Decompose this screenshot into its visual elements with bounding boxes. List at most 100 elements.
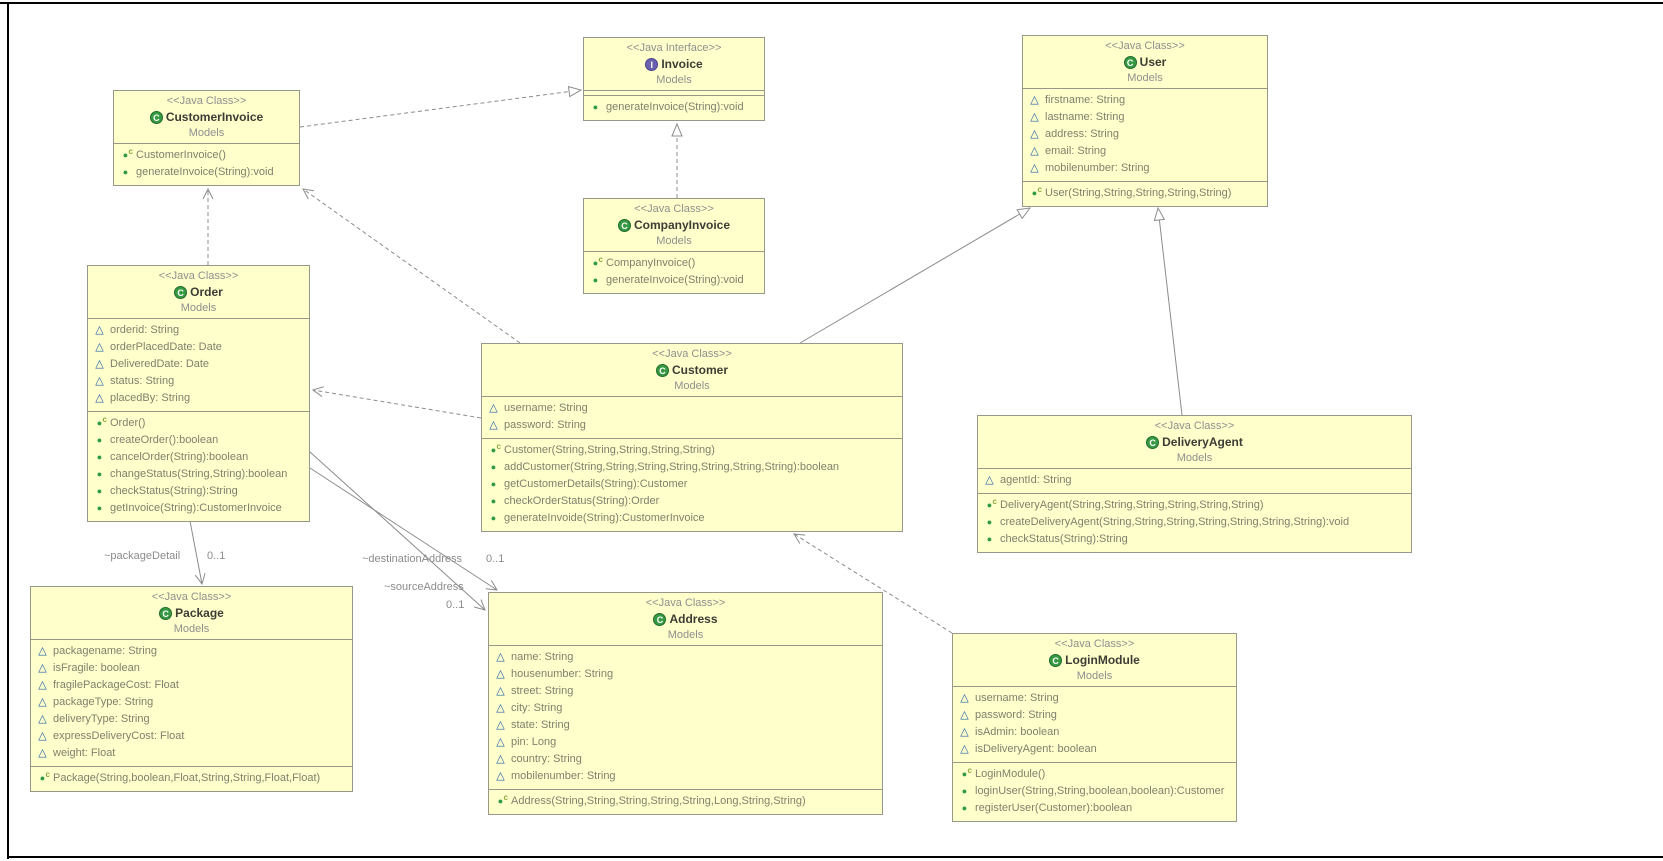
method-row[interactable]: ●getInvoice(String):CustomerInvoice xyxy=(88,500,309,517)
method-row[interactable]: ●loginUser(String,String,boolean,boolean… xyxy=(953,783,1236,800)
field-row[interactable]: △weight: Float xyxy=(31,745,352,762)
method-row[interactable]: ●cancelOrder(String):boolean xyxy=(88,449,309,466)
field-row[interactable]: △orderid: String xyxy=(88,322,309,339)
java-interface-icon: I xyxy=(645,57,659,71)
method-row[interactable]: ●checkOrderStatus(String):Order xyxy=(482,493,902,510)
method-row[interactable]: ●generateInvoide(String):CustomerInvoice xyxy=(482,510,902,527)
member-text: getInvoice(String):CustomerInvoice xyxy=(110,502,282,514)
field-row[interactable]: △mobilenumber: String xyxy=(1023,160,1267,177)
edge-label[interactable]: ~destinationAddress xyxy=(362,553,462,565)
field-row[interactable]: △isFragile: boolean xyxy=(31,660,352,677)
field-row[interactable]: △name: String xyxy=(489,649,882,666)
field-icon: △ xyxy=(960,692,969,704)
method-row[interactable]: ●changeStatus(String,String):boolean xyxy=(88,466,309,483)
field-row[interactable]: △mobilenumber: String xyxy=(489,768,882,785)
field-icon: △ xyxy=(38,679,47,691)
member-text: fragilePackageCost: Float xyxy=(53,679,179,691)
method-row[interactable]: ●createOrder():boolean xyxy=(88,432,309,449)
field-row[interactable]: △email: String xyxy=(1023,143,1267,160)
edge-customer-depends-order[interactable] xyxy=(313,390,482,419)
method-row[interactable]: ●generateInvoice(String):void xyxy=(114,164,299,181)
field-row[interactable]: △address: String xyxy=(1023,126,1267,143)
field-row[interactable]: △placedBy: String xyxy=(88,390,309,407)
field-row[interactable]: △deliveryType: String xyxy=(31,711,352,728)
edge-order-packagedetail-association[interactable] xyxy=(189,520,202,584)
edge-loginmodule-depends-customer[interactable] xyxy=(794,534,953,634)
edge-label[interactable]: ~packageDetail xyxy=(104,550,181,562)
field-icon: △ xyxy=(1030,145,1039,157)
field-row[interactable]: △city: String xyxy=(489,700,882,717)
field-row[interactable]: △status: String xyxy=(88,373,309,390)
field-row[interactable]: △orderPlacedDate: Date xyxy=(88,339,309,356)
edge-deliveryagent-extends-user[interactable] xyxy=(1158,208,1183,416)
edge-order-sourceaddress-association[interactable] xyxy=(309,451,485,610)
field-icon: △ xyxy=(985,474,994,486)
field-row[interactable]: △state: String xyxy=(489,717,882,734)
field-row[interactable]: △expressDeliveryCost: Float xyxy=(31,728,352,745)
method-row[interactable]: ●createDeliveryAgent(String,String,Strin… xyxy=(978,514,1411,531)
method-row[interactable]: ●generateInvoice(String):void xyxy=(584,272,764,289)
field-row[interactable]: △isAdmin: boolean xyxy=(953,724,1236,741)
field-row[interactable]: △agentId: String xyxy=(978,472,1411,489)
field-row[interactable]: △password: String xyxy=(953,707,1236,724)
method-icon: ● xyxy=(961,803,968,813)
field-row[interactable]: △ fragilePackageCost: Float xyxy=(31,677,352,694)
field-row[interactable]: △street: String xyxy=(489,683,882,700)
method-row[interactable]: ●generateInvoice(String):void xyxy=(584,99,764,116)
method-row[interactable]: ●getCustomerDetails(String):Customer xyxy=(482,476,902,493)
field-row[interactable]: △lastname: String xyxy=(1023,109,1267,126)
field-row[interactable]: △username: String xyxy=(953,690,1236,707)
member-text: LoginModule() xyxy=(975,768,1046,780)
field-row[interactable]: △password: String xyxy=(482,417,902,434)
edge-label[interactable]: 0..1 xyxy=(446,599,465,611)
member-text: name: String xyxy=(511,651,574,663)
attributes-compartment: △firstname: String△lastname: String△addr… xyxy=(1023,88,1267,181)
methods-compartment: ●generateInvoice(String):void xyxy=(584,95,764,120)
method-row[interactable]: ●addCustomer(String,String,String,String… xyxy=(482,459,902,476)
edge-order-destinationaddress-association[interactable] xyxy=(309,467,497,590)
member-text: cancelOrder(String):boolean xyxy=(110,451,249,463)
field-row[interactable]: △packagename: String xyxy=(31,643,352,660)
edge-customer-depends-customerinvoice[interactable] xyxy=(303,189,521,344)
edge-label[interactable]: 0..1 xyxy=(207,550,226,562)
edge-label[interactable]: 0..1 xyxy=(486,553,505,565)
method-row[interactable]: ●checkStatus(String):String xyxy=(88,483,309,500)
field-row[interactable]: △housenumber: String xyxy=(489,666,882,683)
field-row[interactable]: △packageType: String xyxy=(31,694,352,711)
field-icon: △ xyxy=(95,392,104,404)
edge-customerinvoice-implements-invoice[interactable] xyxy=(299,90,581,128)
member-text: pin: Long xyxy=(511,736,557,748)
edge-customer-extends-user[interactable] xyxy=(799,208,1030,344)
field-row[interactable]: △pin: Long xyxy=(489,734,882,751)
method-row[interactable]: ●registerUser(Customer):boolean xyxy=(953,800,1236,817)
field-row[interactable]: △username: String xyxy=(482,400,902,417)
edge-label[interactable]: ~sourceAddress xyxy=(384,581,464,593)
method-row[interactable]: ●checkStatus(String):String xyxy=(978,531,1411,548)
field-row[interactable]: △country: String xyxy=(489,751,882,768)
field-row[interactable]: △isDeliveryAgent: boolean xyxy=(953,741,1236,758)
field-row[interactable]: △DeliveredDate: Date xyxy=(88,356,309,373)
field-row[interactable]: △firstname: String xyxy=(1023,92,1267,109)
